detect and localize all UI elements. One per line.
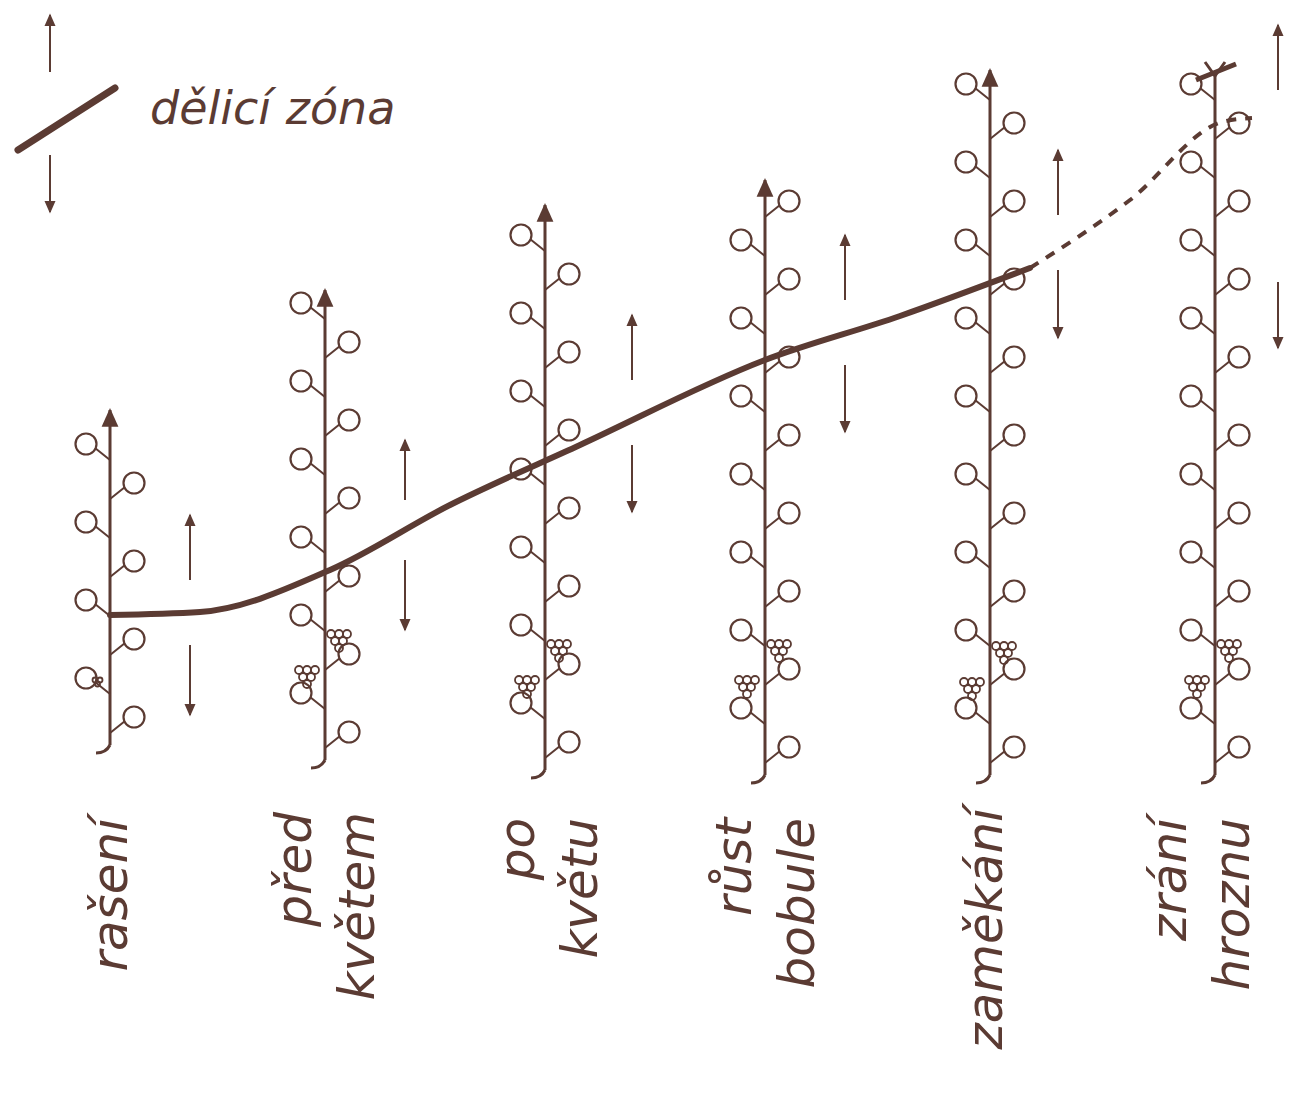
direction-arrow [631, 445, 633, 512]
dividing-zone-line [110, 268, 1030, 615]
direction-arrow [1057, 270, 1059, 338]
direction-arrow [1057, 150, 1059, 215]
direction-arrow [189, 645, 191, 715]
stage-label: rašení [79, 818, 142, 972]
stage-label: zaměkání [954, 808, 1017, 1050]
direction-arrow [404, 440, 406, 500]
grape-cluster [960, 678, 984, 700]
grape-cluster [93, 678, 103, 687]
grape-cluster [1185, 676, 1209, 698]
direction-arrow [404, 560, 406, 630]
grape-cluster [327, 630, 351, 652]
grape-cluster [515, 676, 539, 698]
vine-shoot [76, 410, 145, 753]
legend-label: dělicí zóna [150, 80, 395, 138]
grape-cluster [735, 676, 759, 698]
stage-label: růst bobule [703, 818, 828, 988]
stage-label: po květu [486, 818, 611, 959]
direction-arrow [1277, 282, 1279, 348]
direction-arrow [189, 515, 191, 580]
direction-arrow [844, 235, 846, 300]
grape-cluster [295, 666, 319, 688]
direction-arrow [1277, 25, 1279, 90]
direction-arrow [844, 365, 846, 432]
vine-shoot [956, 70, 1025, 783]
direction-arrow [631, 315, 633, 380]
grape-cluster [767, 640, 791, 662]
direction-arrow [49, 15, 51, 72]
grape-cluster [547, 640, 571, 662]
dividing-zone-projection [1030, 118, 1252, 268]
stage-label: zrání hroznu [1138, 818, 1263, 990]
stage-label: před květem [263, 812, 388, 1000]
vine-shoot [731, 180, 800, 783]
grape-cluster [1217, 640, 1241, 662]
vine-shoot [511, 205, 580, 778]
grape-cluster [992, 642, 1016, 664]
direction-arrow [49, 155, 51, 212]
legend-sample-line [18, 88, 115, 150]
vine-shoot [1181, 62, 1250, 783]
vine-shoot [291, 290, 360, 768]
